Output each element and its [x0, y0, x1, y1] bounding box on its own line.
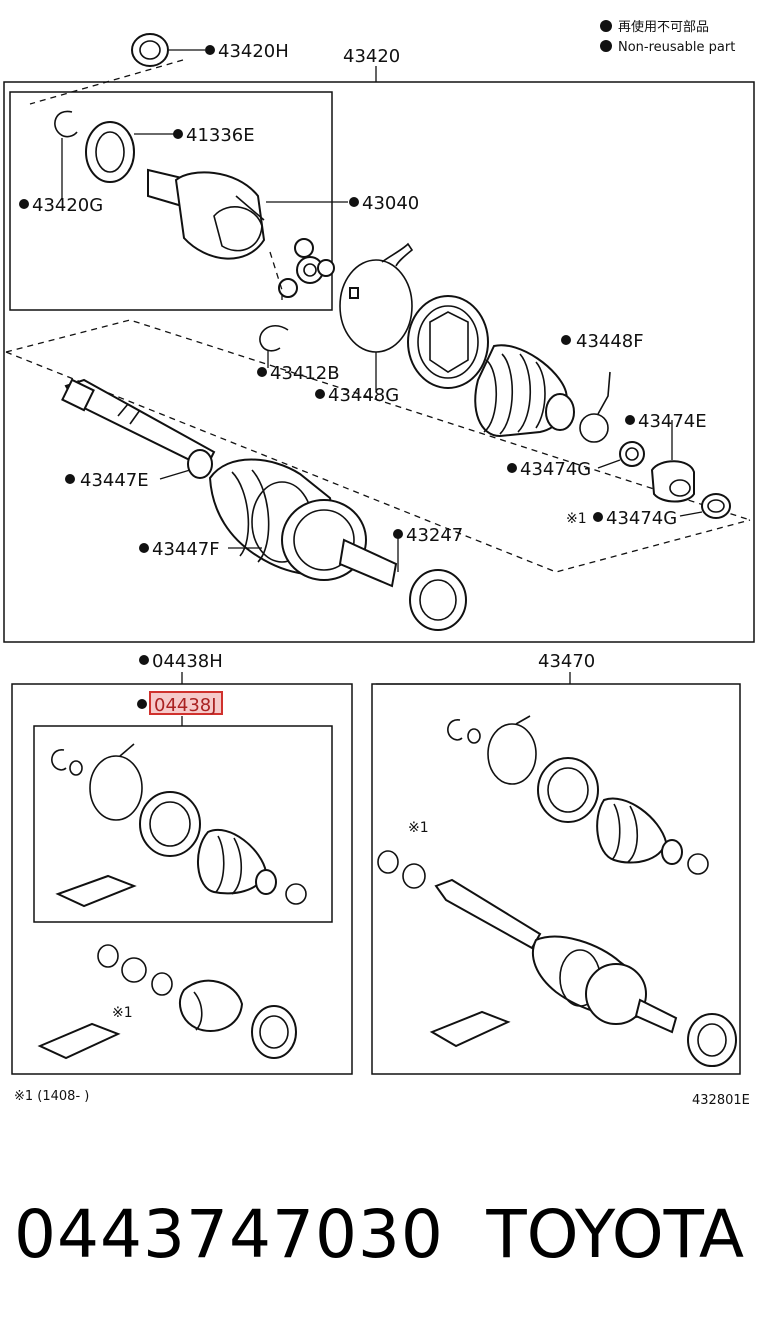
damper-43474E[interactable]: [650, 460, 695, 503]
callout-43247[interactable]: 43247: [406, 525, 463, 546]
kit-box-04438J: [33, 725, 333, 923]
figure-code: 432801E: [692, 1093, 750, 1108]
assembly-box-43420: [3, 81, 755, 643]
legend-japanese: 再使用不可部品: [618, 19, 709, 35]
inner-joint-outer-race[interactable]: [407, 295, 489, 389]
seal-41336E[interactable]: [85, 121, 135, 183]
assembly-box-43470: [371, 683, 741, 1075]
callout-43448G[interactable]: 43448G: [328, 385, 399, 406]
callout-43470[interactable]: 43470: [538, 651, 595, 672]
clamp-43447E[interactable]: [187, 449, 213, 479]
callout-43448F[interactable]: 43448F: [576, 331, 644, 352]
legend: 再使用不可部品 Non-reusable part: [600, 19, 735, 55]
parts-diagram: 再使用不可部品 Non-reusable part 43420H 43420 4…: [3, 19, 755, 1108]
caption: 0443747030 TOYOTA: [0, 1180, 760, 1290]
kit-box-04438H: [11, 683, 353, 1075]
mark-right: ※1: [408, 820, 429, 836]
callout-43447E[interactable]: 43447E: [80, 470, 149, 491]
callout-43474E[interactable]: 43474E: [638, 411, 707, 432]
clip-43412B[interactable]: [259, 324, 289, 352]
mark-left: ※1: [112, 1005, 133, 1021]
snap-ring-43420G[interactable]: [54, 110, 78, 138]
kit-04438H-lower-parts[interactable]: [37, 944, 297, 1060]
seal-43247[interactable]: [409, 569, 467, 631]
callout-04438J[interactable]: 04438J: [154, 695, 217, 716]
boot-clamp-43448F[interactable]: [579, 371, 611, 443]
callout-43474G-a[interactable]: 43474G: [520, 459, 591, 480]
ring-43474G-b[interactable]: [701, 493, 731, 519]
joint-housing-43040[interactable]: [147, 168, 266, 260]
callout-41336E[interactable]: 41336E: [186, 125, 255, 146]
boot-bellows[interactable]: [474, 344, 575, 438]
mark-43474G-b: ※1: [566, 511, 587, 527]
callout-43412B[interactable]: 43412B: [270, 363, 340, 384]
brand-name: TOYOTA: [486, 1196, 744, 1273]
outboard-boot-cv[interactable]: [208, 458, 398, 588]
ring-43474G-a[interactable]: [619, 441, 645, 467]
kit-04438J-parts[interactable]: [51, 743, 307, 908]
non-reusable-dot-icon: [600, 20, 612, 32]
callout-43420G[interactable]: 43420G: [32, 195, 103, 216]
callout-04438H[interactable]: 04438H: [152, 651, 223, 672]
callout-43474G-b[interactable]: 43474G: [606, 508, 677, 529]
legend-english: Non-reusable part: [618, 40, 735, 55]
part-number: 0443747030: [14, 1196, 444, 1273]
boot-clamp-43448G[interactable]: [339, 242, 414, 353]
assembly-43470-parts[interactable]: [377, 715, 737, 1067]
callout-43447F[interactable]: 43447F: [152, 539, 220, 560]
footnote: ※1 (1408- ): [14, 1089, 89, 1104]
inner-box-joint: [9, 91, 333, 311]
drive-shaft[interactable]: [61, 378, 216, 470]
tripod-spider[interactable]: [278, 238, 335, 298]
seal-43420H[interactable]: [131, 33, 169, 67]
callout-43420[interactable]: 43420: [343, 46, 400, 67]
callout-43040[interactable]: 43040: [362, 193, 419, 214]
highlight-04438J: [149, 691, 223, 715]
callout-43420H[interactable]: 43420H: [218, 41, 289, 62]
non-reusable-dot-icon: [600, 40, 612, 52]
